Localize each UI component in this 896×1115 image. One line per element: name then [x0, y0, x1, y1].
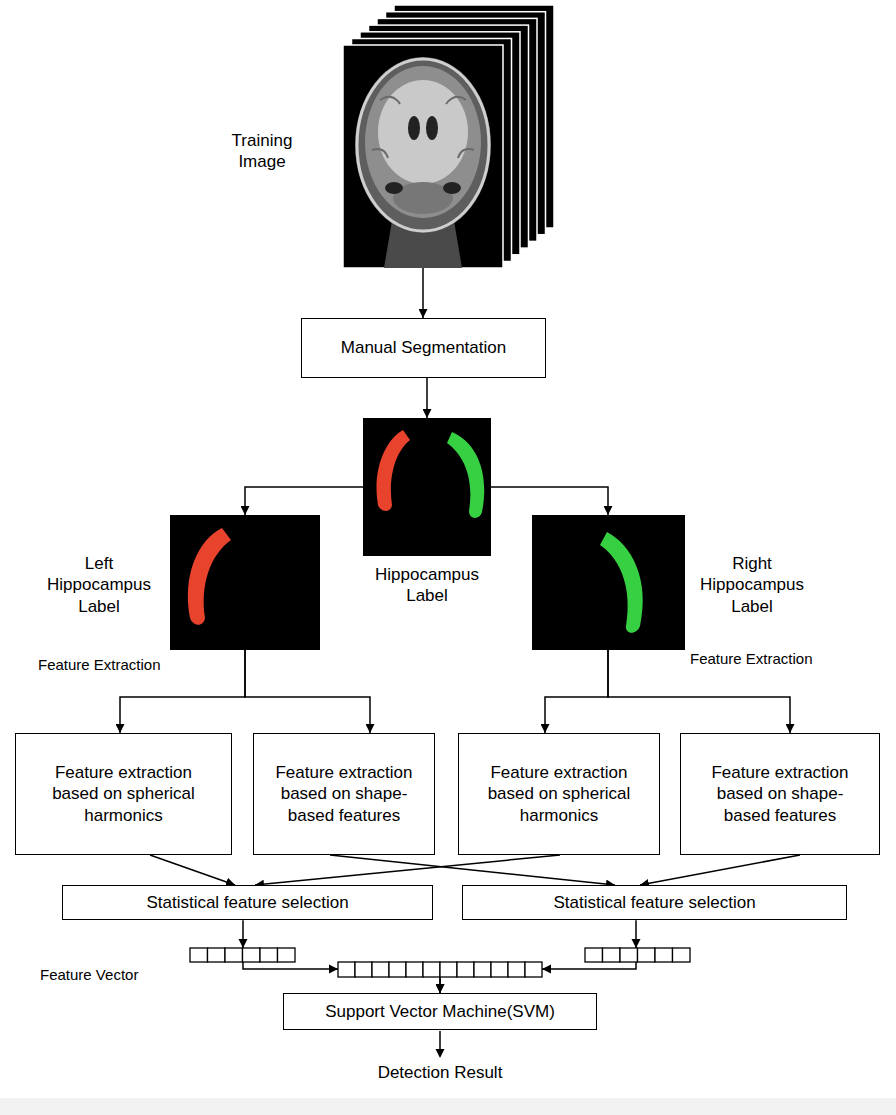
right-label-image: [532, 515, 685, 650]
mri-slice: [343, 45, 503, 268]
left-feature-vector: [190, 948, 295, 962]
image-caption: Hippocampus Label: [368, 564, 486, 607]
image-stack: [343, 5, 554, 268]
vector-arrowheads: [239, 939, 641, 974]
image-caption: Right Hippocampus Label: [693, 553, 811, 617]
vector-cell: [638, 948, 656, 962]
left-hippocampus-shape: [188, 528, 231, 625]
arrowhead: [329, 965, 338, 974]
arrow-connector: [640, 855, 800, 885]
label-ground: [363, 418, 491, 556]
mri-ventricle: [408, 116, 420, 140]
section-label: Feature Extraction: [690, 650, 813, 667]
label-ground: [170, 515, 320, 650]
vector-cell: [423, 962, 440, 977]
vector-cell: [491, 962, 508, 977]
label-image: [363, 418, 491, 556]
vector-cell: [278, 948, 296, 962]
left-hippocampus-shape: [377, 430, 410, 511]
mri-head: [355, 57, 491, 233]
vector-cell: [673, 948, 691, 962]
vector-cell: [389, 962, 406, 977]
arrowhead: [239, 939, 248, 948]
bottom-band: [0, 1098, 896, 1115]
vector-cell: [457, 962, 474, 977]
process-box: Statistical feature selection: [462, 885, 847, 920]
box-text: Manual Segmentation: [341, 337, 506, 358]
right-feature-vector: [585, 948, 690, 962]
image-caption: Left Hippocampus Label: [40, 553, 158, 617]
vector-cell: [208, 948, 226, 962]
training-image: Training Image: [343, 45, 503, 268]
arrow-connector: [245, 487, 363, 515]
vector-cell: [190, 948, 208, 962]
arrowhead: [542, 965, 551, 974]
mri-hippocampus: [443, 182, 461, 194]
box-text: Statistical feature selection: [553, 892, 755, 913]
classifier-box: Support Vector Machine(SVM): [283, 993, 597, 1030]
arrow-connector: [422, 268, 424, 318]
process-box: Manual Segmentation: [301, 318, 546, 378]
process-box: Feature extraction based on shape-based …: [253, 733, 435, 855]
left-label-image: Left Hippocampus Label: [170, 515, 320, 650]
box-text: Feature extraction based on spherical ha…: [32, 762, 215, 826]
process-box: Feature extraction based on spherical ha…: [15, 733, 232, 855]
process-box: Feature extraction based on shape-based …: [680, 733, 880, 855]
label-image: Hippocampus Label: [363, 418, 491, 556]
combined-feature-vector: [338, 962, 542, 977]
right-hippocampus-shape: [447, 432, 484, 518]
vector-label: Feature Vector: [40, 966, 138, 983]
image-caption: Training Image: [222, 130, 302, 173]
vector-cell: [260, 948, 278, 962]
process-box: Feature extraction based on spherical ha…: [458, 733, 660, 855]
arrow-connector: [426, 378, 428, 418]
section-label: Feature Extraction: [38, 656, 161, 673]
label-ground: [532, 515, 685, 650]
vector-cell: [525, 962, 542, 977]
right-label-image: Right Hippocampus Label: [532, 515, 685, 650]
vector-cell: [585, 948, 603, 962]
right-hippocampus-shape: [600, 532, 643, 633]
arrowhead: [632, 939, 641, 948]
vector-cell: [338, 962, 355, 977]
vector-cell: [243, 948, 261, 962]
vector-cell: [225, 948, 243, 962]
box-text: Feature extraction based on spherical ha…: [475, 762, 643, 826]
vector-cell: [474, 962, 491, 977]
vector-cell: [372, 962, 389, 977]
result-label: Detection Result: [340, 1063, 540, 1083]
arrow-connector: [243, 920, 440, 993]
mri-white-matter: [378, 80, 468, 184]
vector-cell: [355, 962, 372, 977]
arrow-connector: [150, 855, 235, 885]
box-text: Feature extraction based on shape-based …: [697, 762, 863, 826]
arrow-connector: [255, 855, 560, 885]
mri-skull: [357, 59, 489, 231]
vector-cell: [655, 948, 673, 962]
arrow-connector: [330, 855, 615, 885]
arrow-connector: [491, 487, 608, 515]
box-text: Support Vector Machine(SVM): [325, 1001, 555, 1022]
mri-hippocampus: [385, 182, 403, 194]
vector-cell: [508, 962, 525, 977]
box-text: Feature extraction based on shape-based …: [270, 762, 418, 826]
arrow-connector: [545, 650, 608, 733]
mri-sulci: [372, 97, 474, 158]
mri-brain: [365, 66, 481, 218]
process-box: Statistical feature selection: [62, 885, 433, 920]
vector-cell: [603, 948, 621, 962]
vector-cell: [406, 962, 423, 977]
arrow-connector: [245, 650, 370, 733]
result-arrow-line: [439, 1031, 441, 1049]
left-label-image: [170, 515, 320, 650]
vector-cell: [620, 948, 638, 962]
arrowhead: [436, 1049, 445, 1058]
arrow-connector: [440, 920, 636, 993]
vector-cell: [440, 962, 457, 977]
box-text: Statistical feature selection: [146, 892, 348, 913]
mri-ventricle: [426, 116, 438, 140]
